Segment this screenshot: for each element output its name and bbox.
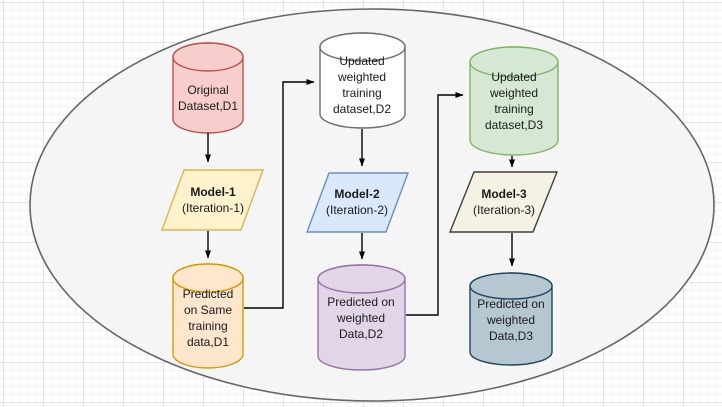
cylinder-predicted-weighted-d2[interactable] bbox=[317, 264, 406, 371]
parallelogram-model-2[interactable] bbox=[305, 172, 410, 233]
cylinder-updated-dataset-d2[interactable] bbox=[319, 32, 406, 129]
cylinder-original-dataset-d1[interactable] bbox=[172, 42, 244, 134]
cylinder-predicted-same-d1[interactable] bbox=[172, 263, 244, 369]
connector-p1-to-d2[interactable] bbox=[244, 79, 315, 309]
cylinder-updated-dataset-d3[interactable] bbox=[469, 46, 559, 156]
connector-p2-to-d3[interactable] bbox=[406, 92, 464, 316]
parallelogram-model-1[interactable] bbox=[160, 169, 265, 231]
parallelogram-model-3[interactable] bbox=[448, 171, 559, 233]
cylinder-predicted-weighted-d3[interactable] bbox=[469, 272, 553, 366]
